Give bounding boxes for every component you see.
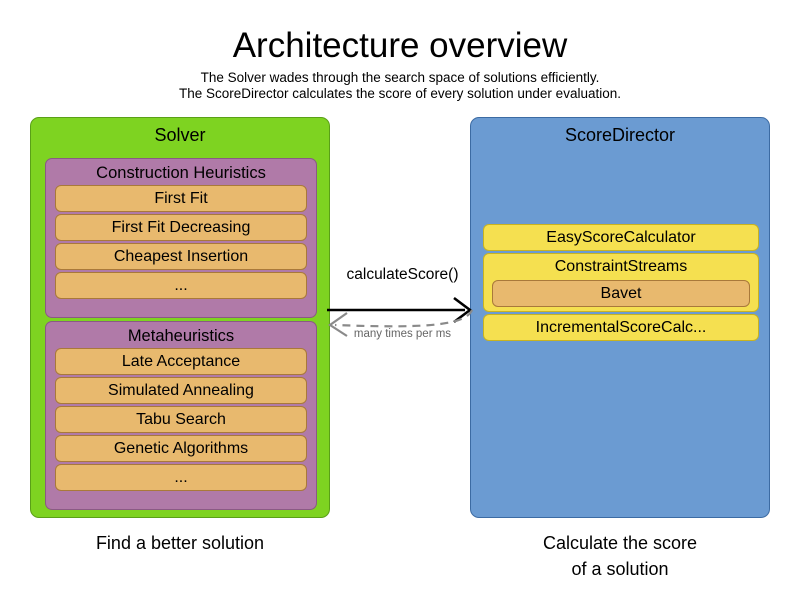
- subtitle-line-1: The Solver wades through the search spac…: [200, 70, 600, 85]
- group-construction-heuristics-title: Construction Heuristics: [96, 164, 266, 182]
- nested-item-bavet[interactable]: Bavet: [492, 280, 750, 307]
- list-item[interactable]: First Fit: [55, 185, 307, 212]
- solver-caption-line-1: Find a better solution: [95, 533, 265, 553]
- solid-arrow-right-icon: [327, 296, 473, 324]
- list-item[interactable]: ...: [55, 272, 307, 299]
- group-metaheuristics-title: Metaheuristics: [127, 327, 235, 345]
- scoredirector-caption-line-2: of a solution: [571, 559, 669, 579]
- connector-response-label: many times per ms: [353, 328, 452, 340]
- page-title: Architecture overview: [232, 26, 568, 65]
- list-item[interactable]: First Fit Decreasing: [55, 214, 307, 241]
- list-item[interactable]: IncrementalScoreCalc...: [483, 314, 759, 341]
- solver-panel[interactable]: Solver Construction Heuristics First Fit…: [30, 117, 330, 518]
- list-item-label: IncrementalScoreCalc...: [535, 319, 707, 336]
- list-item[interactable]: ...: [55, 464, 307, 491]
- group-construction-heuristics-items: First Fit First Fit Decreasing Cheapest …: [46, 185, 316, 306]
- scoredirector-panel-title: ScoreDirector: [564, 125, 676, 145]
- scoredirector-caption-line-1: Calculate the score: [542, 533, 698, 553]
- group-metaheuristics[interactable]: Metaheuristics Late Acceptance Simulated…: [45, 321, 317, 510]
- list-item[interactable]: Genetic Algorithms: [55, 435, 307, 462]
- connector-group: calculateScore() many times per ms: [325, 265, 480, 355]
- list-item-label: ConstraintStreams: [554, 258, 688, 275]
- list-item[interactable]: Simulated Annealing: [55, 377, 307, 404]
- subtitle-line-2: The ScoreDirector calculates the score o…: [179, 86, 621, 101]
- list-item[interactable]: EasyScoreCalculator: [483, 224, 759, 251]
- list-item[interactable]: ConstraintStreams Bavet: [483, 253, 759, 312]
- dashed-arrow-left-icon: [328, 309, 474, 337]
- list-item[interactable]: Tabu Search: [55, 406, 307, 433]
- scoredirector-items: EasyScoreCalculator ConstraintStreams Ba…: [483, 224, 759, 341]
- scoredirector-panel[interactable]: ScoreDirector EasyScoreCalculator Constr…: [470, 117, 770, 518]
- scoredirector-caption: Calculate the score of a solution: [470, 530, 770, 582]
- group-metaheuristics-items: Late Acceptance Simulated Annealing Tabu…: [46, 348, 316, 498]
- page-subtitle: The Solver wades through the search spac…: [0, 70, 800, 102]
- solver-panel-title: Solver: [154, 125, 206, 145]
- solver-caption: Find a better solution: [30, 530, 330, 556]
- list-item[interactable]: Late Acceptance: [55, 348, 307, 375]
- list-item-label: EasyScoreCalculator: [546, 229, 696, 246]
- group-construction-heuristics[interactable]: Construction Heuristics First Fit First …: [45, 158, 317, 318]
- list-item[interactable]: Cheapest Insertion: [55, 243, 307, 270]
- connector-arrows: [327, 296, 474, 337]
- connector-request-label: calculateScore(): [346, 266, 459, 283]
